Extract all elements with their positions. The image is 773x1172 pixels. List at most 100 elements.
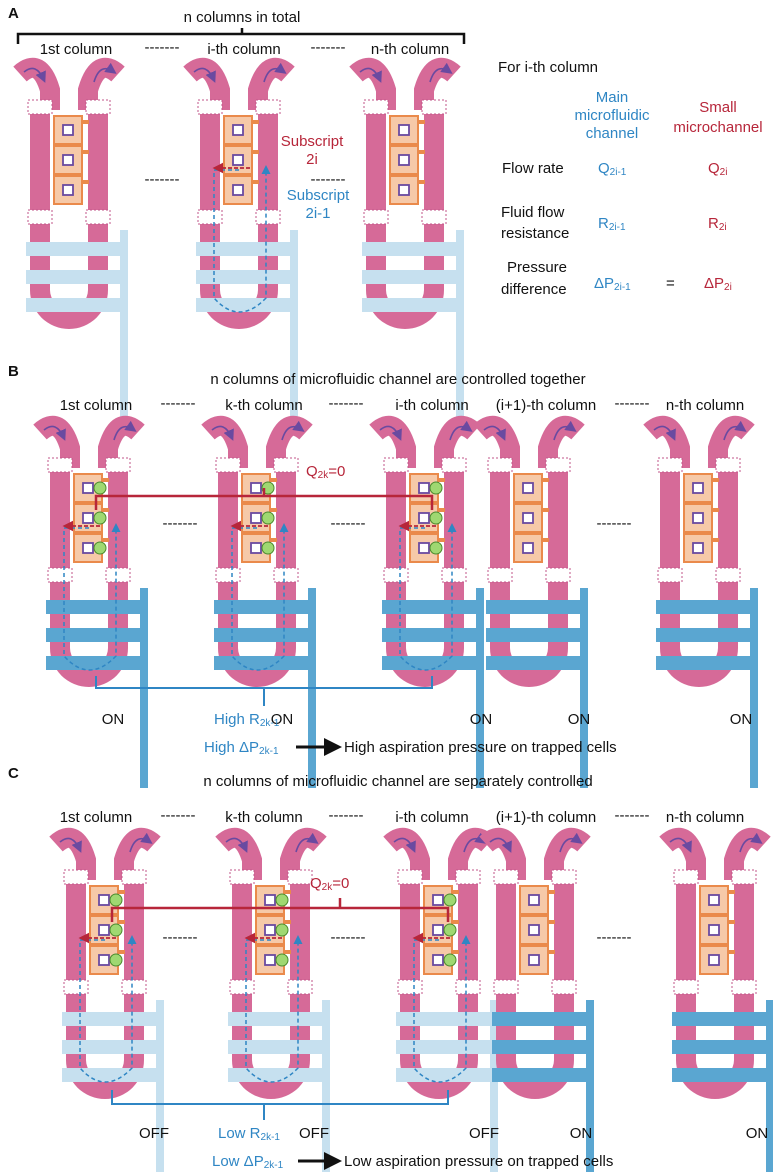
control-line: [362, 298, 462, 312]
trapped-cell: [109, 893, 123, 907]
small-channel: [252, 150, 259, 154]
panel-c-q-label: Q2k=0: [310, 875, 349, 893]
trapped-cell: [93, 541, 107, 555]
panel-c-switch-5: ON: [746, 1125, 769, 1142]
valve-gap: [63, 979, 89, 995]
p-equals: =: [666, 275, 675, 292]
valve-gap: [105, 457, 131, 473]
trap-site: [398, 124, 410, 136]
right-leg: [88, 110, 108, 290]
control-line: [672, 1040, 772, 1054]
panel-c-switch-4: ON: [570, 1125, 593, 1142]
valve-gap: [715, 567, 741, 583]
trap-site: [232, 154, 244, 166]
panel-c-dashes-1: -------: [161, 807, 196, 824]
panel-c-p-label: Low ΔP2k-1: [212, 1153, 284, 1171]
panel-c-col-k: k-th column: [225, 809, 303, 826]
small-channel: [82, 180, 89, 184]
valve-gap: [487, 567, 513, 583]
main-channel-path: [231, 523, 289, 671]
panel-b-switch-5: ON: [730, 711, 753, 728]
control-line: [228, 1040, 328, 1054]
valve-gap: [363, 209, 389, 225]
valve-gap: [229, 979, 255, 995]
inlet-hook: [13, 57, 60, 110]
panel-c-switch-3: OFF: [469, 1125, 499, 1142]
device-column: [49, 827, 164, 1172]
device-column: [183, 57, 298, 430]
trapped-cell: [443, 953, 457, 967]
small-channel: [542, 508, 549, 512]
small-channel: [452, 890, 459, 894]
panel-b-col-i: i-th column: [395, 397, 468, 414]
trap-site: [398, 154, 410, 166]
flow-arrow-out: [113, 420, 137, 441]
valve-gap: [121, 869, 147, 885]
control-line: [396, 1068, 496, 1082]
main-channel-path: [399, 523, 457, 671]
flow-arrow-out: [295, 832, 319, 853]
right-leg: [734, 880, 754, 1060]
trap-site: [432, 954, 444, 966]
inlet-hook: [215, 827, 262, 880]
device-column: [201, 415, 316, 788]
valve-gap: [493, 979, 519, 995]
flow-arrow-out: [449, 420, 473, 441]
small-channel: [270, 538, 277, 542]
subscript-red-line1: Subscript: [281, 133, 344, 150]
q-link-line-c: [110, 906, 450, 922]
small-channel: [418, 150, 425, 154]
device-column: [383, 827, 498, 1172]
trap-site: [418, 512, 430, 524]
valve-gap: [551, 979, 577, 995]
control-line: [228, 1068, 328, 1082]
valve-gap: [441, 457, 467, 473]
valve-gap: [363, 99, 389, 115]
trap-site: [62, 124, 74, 136]
flow-arrow-in: [59, 837, 82, 853]
trapped-cell: [429, 511, 443, 525]
flow-arrow-in: [23, 67, 46, 83]
flow-arrow-out: [263, 62, 287, 83]
valve-gap: [215, 567, 241, 583]
control-line: [492, 1068, 592, 1082]
flow-arrow-in: [225, 837, 248, 853]
flow-arrow-out: [553, 420, 577, 441]
inlet-hook: [383, 827, 430, 880]
control-line: [486, 656, 586, 670]
row-res-label-1: Fluid flow: [501, 204, 565, 221]
panel-b-dashes-6: -------: [597, 515, 632, 532]
trap-site: [528, 924, 540, 936]
control-line: [46, 656, 146, 670]
control-line: [396, 1012, 496, 1026]
trap-site: [232, 124, 244, 136]
panel-a-dashes-1: -------: [145, 39, 180, 56]
trap-site: [418, 542, 430, 554]
control-manifold: [766, 1000, 773, 1172]
trap-site: [692, 512, 704, 524]
trap-site: [522, 482, 534, 494]
valve-gap: [545, 457, 571, 473]
flow-arrow-in: [393, 837, 416, 853]
small-channel: [102, 478, 109, 482]
panel-b-switch-4: ON: [568, 711, 591, 728]
trap-site: [98, 894, 110, 906]
trap-site: [62, 184, 74, 196]
control-manifold: [476, 588, 484, 788]
small-channel: [542, 538, 549, 542]
panel-a-dashes-3: -------: [145, 171, 180, 188]
trap-site: [264, 954, 276, 966]
valve-gap: [383, 457, 409, 473]
flow-arrow-in: [669, 837, 692, 853]
main-channel-path: [245, 935, 303, 1083]
valve-gap: [657, 567, 683, 583]
small-channel: [728, 920, 735, 924]
trapped-cell: [261, 541, 275, 555]
table-small-header-2: microchannel: [673, 119, 762, 136]
trap-site: [418, 482, 430, 494]
panel-b-dashes-4: -------: [163, 515, 198, 532]
small-channel: [452, 950, 459, 954]
valve-gap: [397, 869, 423, 885]
valve-gap: [287, 979, 313, 995]
control-line: [656, 600, 756, 614]
